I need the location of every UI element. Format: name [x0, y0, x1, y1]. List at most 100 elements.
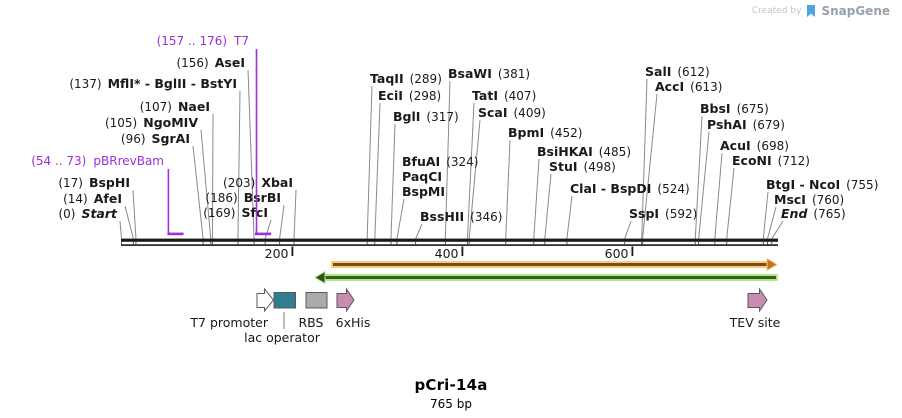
- ruler-tick-200: [291, 246, 294, 256]
- site-callout-line-bsihkai: [533, 158, 540, 239]
- site-label-clai-bspdi[interactable]: ClaI - BspDI(524): [570, 181, 690, 196]
- site-label-sgrai[interactable]: (96)SgrAI: [121, 131, 190, 146]
- site-label-bsrbi[interactable]: (186)BsrBI: [205, 190, 281, 205]
- site-callout-line-bpmi: [505, 139, 511, 239]
- site-callout-line-stui: [544, 173, 552, 239]
- site-label-bspmi[interactable]: BspMI: [402, 184, 445, 199]
- site-label-start[interactable]: (0)Start: [58, 206, 118, 221]
- site-label-acci[interactable]: AccI(613): [655, 79, 722, 94]
- site-label-bsphi[interactable]: (17)BspHI: [58, 175, 130, 190]
- site-label-ngomiv[interactable]: (105)NgoMIV: [105, 115, 198, 130]
- site-callout-line-clai-bspdi: [566, 195, 573, 239]
- site-callout-line-scai: [468, 119, 481, 239]
- primer-label-pbrrevbam[interactable]: (54 .. 73)pBRrevBam: [31, 154, 164, 168]
- orf-arrow-forward[interactable]: [331, 257, 778, 272]
- site-label-taqii[interactable]: TaqII(289): [370, 71, 442, 86]
- plasmid-length: 765 bp: [430, 397, 472, 411]
- site-label-pshai[interactable]: PshAI(679): [707, 117, 785, 132]
- site-callout-line-bgli: [390, 123, 396, 239]
- ruler-tick-label-600: 600: [605, 246, 629, 261]
- tev-site-label[interactable]: TEV site: [729, 315, 781, 330]
- site-label-afei[interactable]: (14)AfeI: [63, 191, 122, 206]
- site-callout-line-sspi: [624, 220, 632, 239]
- primer-bar-t7[interactable]: [254, 232, 272, 236]
- site-label-xbai[interactable]: (203)XbaI: [223, 175, 293, 190]
- site-callout-line-tati: [466, 102, 475, 239]
- site-label-bgli[interactable]: BglI(317): [393, 109, 459, 124]
- t7-promoter-label[interactable]: T7 promoter: [189, 315, 268, 330]
- rbs-label[interactable]: RBS: [299, 315, 324, 330]
- site-callout-line-ngomiv: [200, 129, 212, 239]
- map-backbone-line: [121, 238, 778, 242]
- site-label-naei[interactable]: (107)NaeI: [140, 99, 210, 114]
- watermark-brand: SnapGene: [821, 4, 890, 18]
- site-callout-line-xbai: [293, 189, 297, 239]
- site-label-tati[interactable]: TatI(407): [472, 88, 536, 103]
- site-callout-line-pshai: [698, 131, 710, 239]
- site-callout-line-acui: [714, 152, 723, 239]
- site-label-bpmi[interactable]: BpmI(452): [508, 125, 582, 140]
- site-label-paqci[interactable]: PaqCI: [402, 169, 442, 184]
- map-backbone-underline: [121, 244, 778, 246]
- site-callout-line-asei: [247, 69, 255, 239]
- site-label-bsihkai[interactable]: BsiHKAI(485): [537, 144, 631, 159]
- primer-bar-pbrrevbam[interactable]: [167, 232, 184, 236]
- site-callout-line-bsphi: [132, 189, 137, 239]
- site-callout-line-sali: [641, 78, 648, 239]
- lac-operator-label[interactable]: lac operator: [244, 330, 321, 345]
- site-label-sspi[interactable]: SspI(592): [629, 206, 697, 221]
- site-callout-line-bsrbi: [279, 204, 285, 239]
- site-label-bbsi[interactable]: BbsI(675): [700, 101, 769, 116]
- ruler-tick-label-400: 400: [435, 246, 459, 261]
- map-footer: pCri-14a 765 bp: [0, 376, 902, 411]
- 6xhis-feature[interactable]: [336, 287, 355, 313]
- site-callout-line-econi: [726, 167, 735, 239]
- site-label-btgi-ncoi[interactable]: BtgI - NcoI(755): [766, 177, 878, 192]
- t7-promoter-feature[interactable]: [256, 287, 275, 313]
- site-callout-line-start: [119, 220, 122, 239]
- site-label-sfci[interactable]: (169)SfcI: [203, 205, 268, 220]
- site-callout-line-bsawi: [444, 80, 451, 239]
- site-label-ecii[interactable]: EciI(298): [378, 88, 441, 103]
- site-label-mfli-bglii-bstyi[interactable]: (137)MflI* - BglII - BstYI: [69, 76, 237, 91]
- site-label-asei[interactable]: (156)AseI: [176, 55, 245, 70]
- site-label-bfuai[interactable]: BfuAI(324): [402, 154, 478, 169]
- site-label-sali[interactable]: SalI(612): [645, 64, 710, 79]
- site-callout-line-acci: [642, 93, 658, 239]
- watermark: Created by SnapGene: [752, 4, 890, 18]
- site-label-econi[interactable]: EcoNI(712): [732, 153, 810, 168]
- site-callout-line-afei: [124, 205, 134, 239]
- ruler-tick-600: [631, 246, 634, 256]
- site-callout-line-btgi-ncoi: [762, 191, 769, 239]
- rbs-feature[interactable]: [305, 292, 328, 309]
- site-label-msci[interactable]: MscI(760): [774, 192, 844, 207]
- site-callout-line-sfci: [264, 219, 272, 239]
- orf-arrow-reverse[interactable]: [314, 270, 778, 285]
- lac-operator-feature[interactable]: [273, 292, 296, 309]
- site-callout-line-mfli-bglii-bstyi: [237, 90, 241, 239]
- site-callout-line-bbsi: [694, 115, 703, 239]
- site-label-acui[interactable]: AcuI(698): [720, 138, 789, 153]
- site-label-bsshii[interactable]: BssHII(346): [420, 209, 502, 224]
- plasmid-title: pCri-14a: [414, 376, 488, 394]
- site-label-stui[interactable]: StuI(498): [549, 159, 616, 174]
- 6xhis-label[interactable]: 6xHis: [336, 315, 371, 330]
- snapgene-logo-icon: [807, 4, 816, 17]
- site-callout-line-bspmi: [396, 198, 405, 239]
- site-callout-line-naei: [211, 113, 214, 239]
- primer-label-t7[interactable]: (157 .. 176)T7: [157, 34, 249, 48]
- watermark-prefix: Created by: [751, 6, 802, 16]
- site-callout-line-bsshii: [415, 223, 423, 239]
- site-callout-line-end: [771, 220, 784, 240]
- ruler-tick-400: [461, 246, 464, 256]
- site-callout-line-msci: [767, 206, 777, 239]
- site-callout-line-ecii: [374, 102, 381, 239]
- tev-site-feature[interactable]: [747, 287, 768, 313]
- site-callout-line-taqii: [366, 85, 373, 239]
- site-label-scai[interactable]: ScaI(409): [478, 105, 546, 120]
- ruler-tick-label-200: 200: [265, 246, 289, 261]
- site-label-bsawi[interactable]: BsaWI(381): [448, 66, 530, 81]
- site-label-end[interactable]: End(765): [781, 206, 846, 221]
